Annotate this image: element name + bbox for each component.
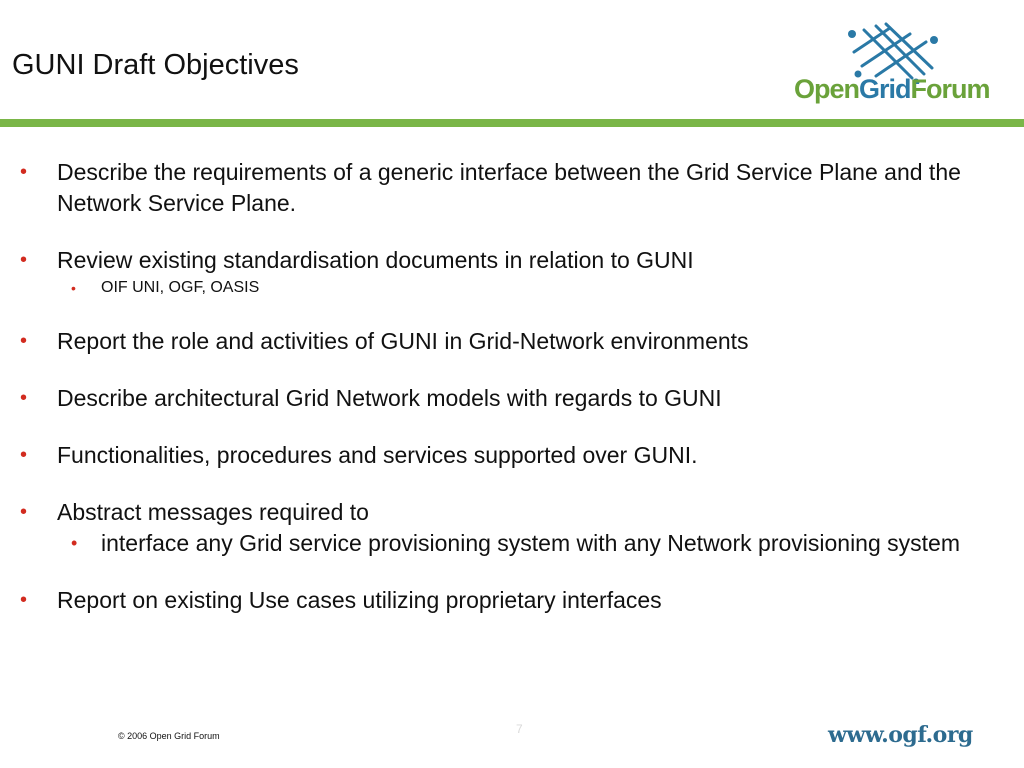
footer-copyright: © 2006 Open Grid Forum [118,731,220,741]
page-number: 7 [516,722,523,736]
bullet-item: Report on existing Use cases utilizing p… [20,585,980,616]
bullet-item: Report the role and activities of GUNI i… [20,326,980,357]
grid-logo-icon [848,22,938,84]
header-divider [0,119,1024,127]
footer-url: www.ogf.org [828,722,973,748]
slide-title: GUNI Draft Objectives [12,49,299,81]
bullet-list: Describe the requirements of a generic i… [20,157,980,642]
sub-bullet-item: OIF UNI, OGF, OASIS [20,276,980,300]
bullet-item: Describe architectural Grid Network mode… [20,383,980,414]
bullet-item: Functionalities, procedures and services… [20,440,980,471]
logo-word-forum: Forum [910,74,991,104]
bullet-item: Review existing standardisation document… [20,245,980,276]
sub-bullet-item: interface any Grid service provisioning … [20,528,980,559]
bullet-item: Describe the requirements of a generic i… [20,157,980,219]
logo-word-grid: Grid [859,74,912,104]
open-grid-forum-logo: OpenGridForum [794,22,991,108]
bullet-item: Abstract messages required to [20,497,980,528]
logo-wordmark: OpenGridForum [794,74,991,105]
logo-word-open: Open [794,74,860,104]
